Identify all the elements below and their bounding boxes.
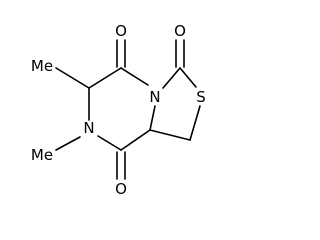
atom-sulfur: S	[196, 88, 206, 106]
bond-c5-n4	[120, 67, 149, 86]
bond-ch2-c8a	[149, 129, 191, 141]
molecule-canvas: O O N S N O Me Me	[31, 22, 206, 198]
bond-c8a-c8	[120, 129, 151, 151]
atom-methyl-bottom: Me	[31, 146, 53, 164]
atom-methyl-top: Me	[31, 57, 53, 75]
bond-n4-c3	[162, 67, 181, 89]
bonds	[55, 39, 201, 180]
bond-s-ch2	[189, 105, 201, 141]
atom-nitrogen-methyl: N	[83, 119, 94, 137]
bond-n7-methyl	[55, 136, 81, 151]
atom-nitrogen-bridge: N	[149, 88, 160, 106]
atom-oxygen-top-left: O	[115, 22, 127, 40]
bond-c3-s	[179, 67, 197, 88]
bond-methyl-c6	[55, 67, 90, 89]
atom-labels: O O N S N O Me Me	[31, 22, 206, 198]
bond-c8-n7	[97, 135, 122, 151]
atom-oxygen-bottom: O	[115, 180, 127, 198]
atom-oxygen-top-right: O	[174, 22, 186, 40]
bond-c6-c5	[88, 67, 122, 89]
molecule-structure: O O N S N O Me Me	[31, 22, 206, 198]
bond-n4-c8a	[149, 105, 156, 131]
